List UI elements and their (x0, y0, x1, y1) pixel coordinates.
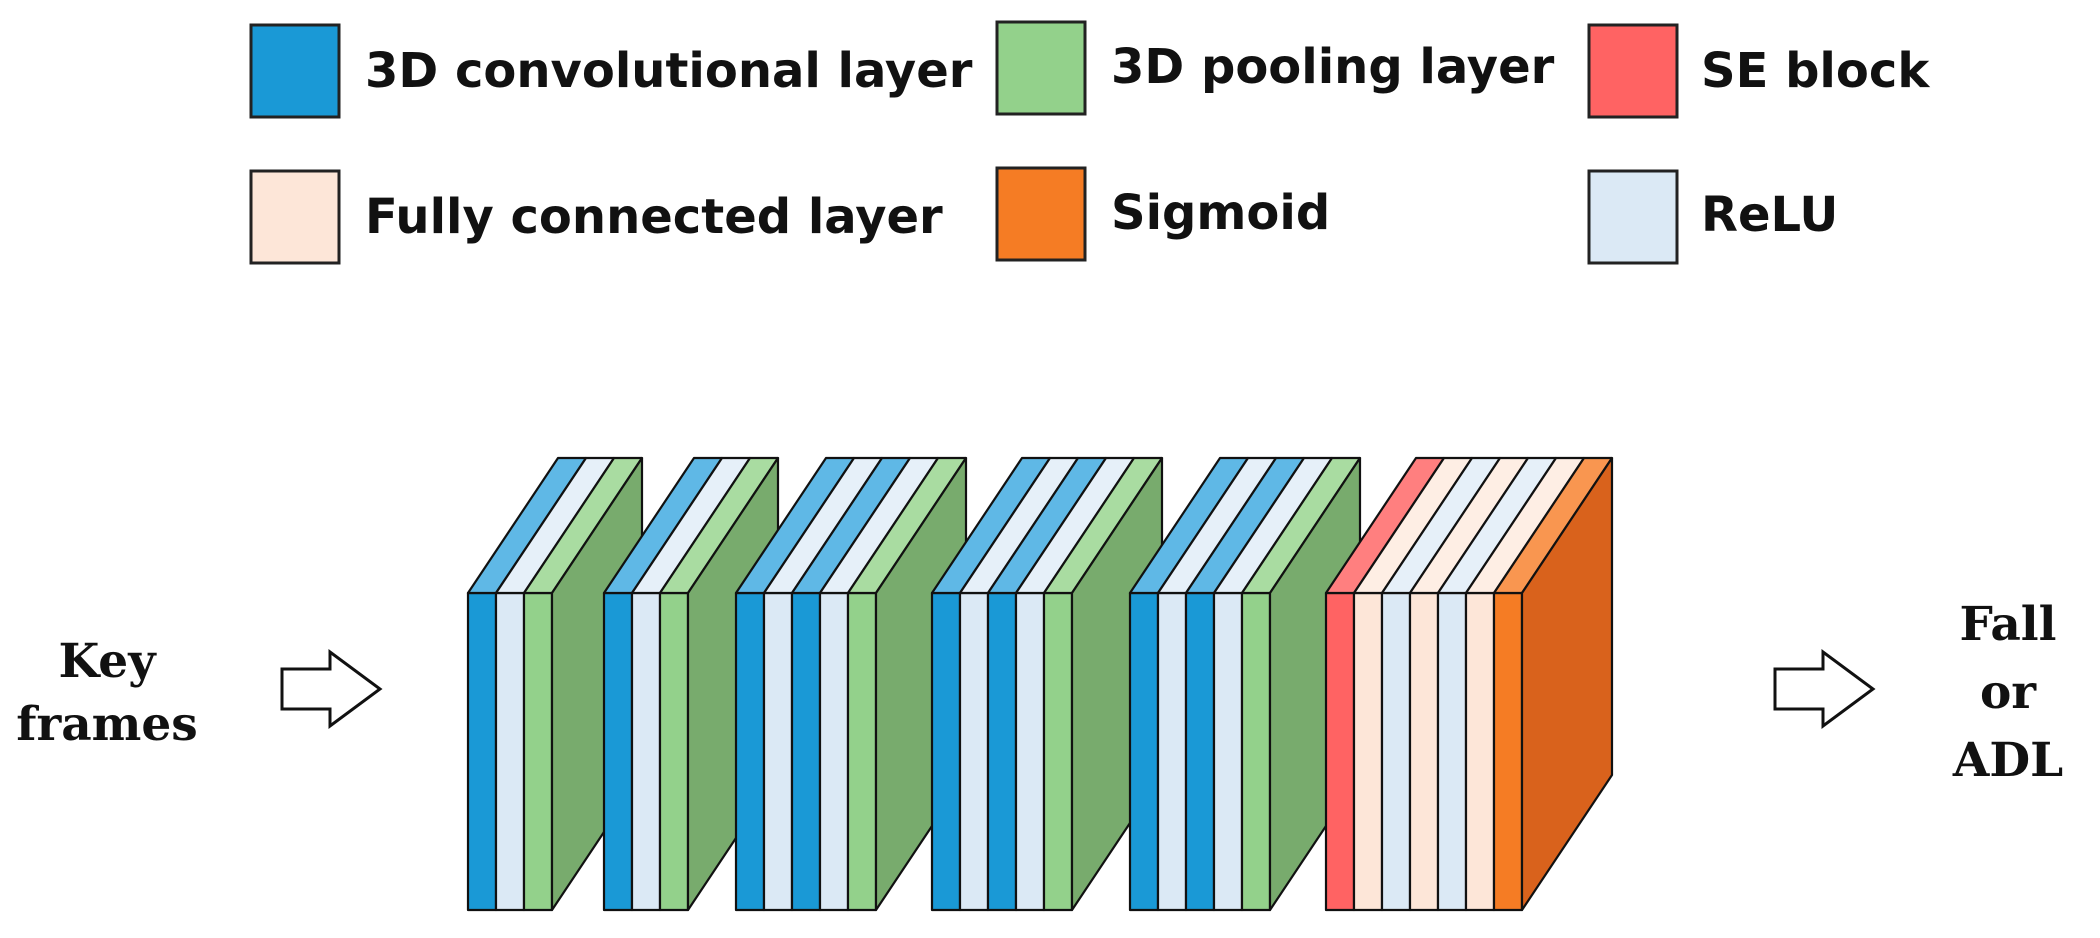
legend-swatch-se (1587, 23, 1679, 119)
legend-swatch-conv (249, 23, 341, 119)
layer-sigmoid-side (1520, 456, 1614, 912)
layer-relu-front (1380, 591, 1412, 912)
legend: 3D convolutional layer 3D pooling layer … (249, 20, 1930, 265)
network-blocks (466, 456, 1614, 912)
legend-label-pool: 3D pooling layer (1111, 39, 1555, 95)
layer-relu-front (1156, 591, 1188, 912)
layer-pool-front (658, 591, 690, 912)
layer-relu-front (762, 591, 794, 912)
layer-se-front (1324, 591, 1356, 912)
layer-pool-front (846, 591, 878, 912)
output-label-line-1: Fall (1960, 597, 2057, 652)
legend-swatch-fc (249, 169, 341, 265)
layer-fc-front (1352, 591, 1384, 912)
input-label-line-2: frames (16, 697, 198, 752)
layer-relu-front (1212, 591, 1244, 912)
layer-relu-front (1436, 591, 1468, 912)
layer-relu-front (630, 591, 662, 912)
layer-conv-front (1128, 591, 1160, 912)
layer-conv-front (602, 591, 634, 912)
layer-fc-front (1464, 591, 1496, 912)
input-arrow-icon (280, 649, 383, 729)
legend-swatch-pool (995, 20, 1087, 116)
output-label-line-3: ADL (1952, 733, 2063, 788)
layer-sigmoid-front (1492, 591, 1524, 912)
legend-label-fc: Fully connected layer (365, 189, 943, 245)
layer-relu-front (1014, 591, 1046, 912)
layer-relu-front (494, 591, 526, 912)
output-label-line-2: or (1980, 665, 2037, 720)
legend-swatch-sigmoid (995, 166, 1087, 262)
layer-block-6 (1324, 456, 1614, 912)
input-label: Key frames (16, 634, 198, 752)
layer-conv-front (930, 591, 962, 912)
layer-conv-front (734, 591, 766, 912)
layer-pool-front (522, 591, 554, 912)
layer-conv-front (790, 591, 822, 912)
input-label-line-1: Key (58, 634, 157, 689)
layer-relu-front (958, 591, 990, 912)
layer-pool-front (1240, 591, 1272, 912)
layer-fc-front (1408, 591, 1440, 912)
layer-pool-front (1042, 591, 1074, 912)
layer-conv-front (986, 591, 1018, 912)
layer-conv-front (466, 591, 498, 912)
legend-label-conv: 3D convolutional layer (365, 43, 973, 99)
layer-relu-front (818, 591, 850, 912)
layer-block-5 (1128, 456, 1362, 912)
legend-label-sigmoid: Sigmoid (1111, 185, 1330, 241)
legend-swatch-relu (1587, 169, 1679, 265)
output-arrow-icon (1773, 649, 1876, 729)
legend-label-se: SE block (1701, 43, 1930, 99)
layer-conv-front (1184, 591, 1216, 912)
output-label: Fall or ADL (1952, 597, 2063, 788)
legend-label-relu: ReLU (1701, 187, 1838, 243)
